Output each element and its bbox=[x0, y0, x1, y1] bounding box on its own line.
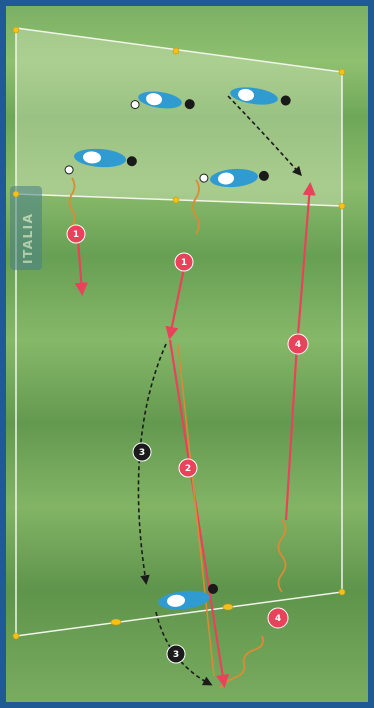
cone bbox=[111, 619, 121, 625]
action-marker: 1 bbox=[175, 253, 193, 271]
action-marker-label: 4 bbox=[275, 614, 281, 624]
cone bbox=[13, 633, 19, 639]
action-marker-label: 2 bbox=[185, 464, 191, 474]
action-marker-label: 1 bbox=[181, 258, 187, 268]
action-marker-label: 3 bbox=[173, 650, 179, 660]
action-marker-label: 4 bbox=[295, 340, 301, 350]
watermark-text: ITALIA bbox=[21, 213, 35, 264]
watermark-logo: ITALIA bbox=[10, 186, 42, 270]
action-marker: 1 bbox=[67, 225, 85, 243]
cone bbox=[339, 589, 345, 595]
action-marker: 4 bbox=[288, 334, 308, 354]
cone bbox=[339, 69, 345, 75]
cone bbox=[223, 604, 233, 610]
action-marker: 3 bbox=[133, 443, 151, 461]
action-marker: 4 bbox=[268, 608, 288, 628]
cone bbox=[13, 191, 19, 197]
action-marker-label: 3 bbox=[139, 448, 145, 458]
cone bbox=[173, 48, 179, 54]
cone bbox=[173, 197, 179, 203]
action-marker: 3 bbox=[167, 645, 185, 663]
cone bbox=[339, 203, 345, 209]
action-marker: 2 bbox=[179, 459, 197, 477]
cone bbox=[13, 27, 19, 33]
action-marker-label: 1 bbox=[73, 230, 79, 240]
